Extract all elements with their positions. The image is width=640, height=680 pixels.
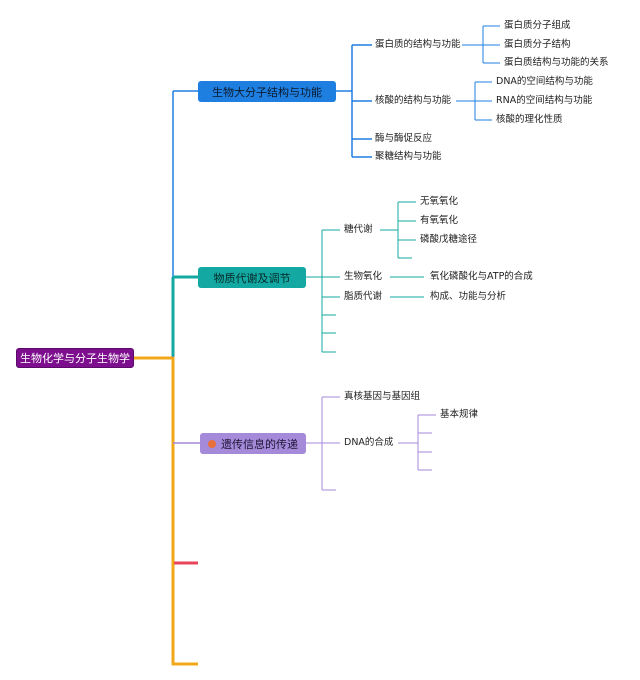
root-label: 生物化学与分子生物学 <box>20 352 130 365</box>
glyco-node[interactable]: 糖代谢 <box>344 224 373 235</box>
bioox-item[interactable]: 氧化磷酸化与ATP的合成 <box>430 271 533 282</box>
branch3-subconnector <box>306 396 436 491</box>
lipid-item[interactable]: 构成、功能与分析 <box>430 291 507 302</box>
dna-node[interactable]: DNA的合成 <box>344 437 394 448</box>
nucleic-item-2[interactable]: RNA的空间结构与功能 <box>496 95 593 106</box>
dna-item[interactable]: 基本规律 <box>440 409 479 420</box>
protein-item-1[interactable]: 蛋白质分子组成 <box>504 20 571 31</box>
enzyme-node[interactable]: 酶与酶促反应 <box>375 133 433 144</box>
flower-icon <box>208 439 216 448</box>
branch2-node[interactable]: 物质代谢及调节 <box>198 267 306 288</box>
lipid-node[interactable]: 脂质代谢 <box>344 291 383 302</box>
branch3-node[interactable]: 遗传信息的传递 <box>200 433 306 454</box>
branch1-node[interactable]: 生物大分子结构与功能 <box>198 81 336 102</box>
branch2-connector <box>171 275 198 356</box>
glyco-item-2[interactable]: 有氧氧化 <box>420 215 459 226</box>
nucleic-item-1[interactable]: DNA的空间结构与功能 <box>496 76 593 87</box>
nucleic-item-3[interactable]: 核酸的理化性质 <box>496 114 563 125</box>
genome-node[interactable]: 真核基因与基因组 <box>344 391 421 402</box>
protein-item-3[interactable]: 蛋白质结构与功能的关系 <box>504 57 609 68</box>
bioox-node[interactable]: 生物氧化 <box>344 271 383 282</box>
branch1-label: 生物大分子结构与功能 <box>212 85 322 99</box>
glyco-item-3[interactable]: 磷酸戊糖途径 <box>420 234 478 245</box>
sugar-node[interactable]: 聚糖结构与功能 <box>375 151 442 162</box>
nucleic-node[interactable]: 核酸的结构与功能 <box>375 95 452 106</box>
root-node[interactable]: 生物化学与分子生物学 <box>16 348 134 368</box>
glyco-item-1[interactable]: 无氧氧化 <box>420 196 459 207</box>
branch2-subconnector <box>306 201 424 353</box>
branch1-subconnector <box>456 25 500 121</box>
protein-item-2[interactable]: 蛋白质分子结构 <box>504 39 571 50</box>
protein-node[interactable]: 蛋白质的结构与功能 <box>375 39 461 50</box>
branch2-label: 物质代谢及调节 <box>213 271 291 285</box>
trunk-connector <box>134 356 200 666</box>
branch3-label: 遗传信息的传递 <box>221 437 298 451</box>
